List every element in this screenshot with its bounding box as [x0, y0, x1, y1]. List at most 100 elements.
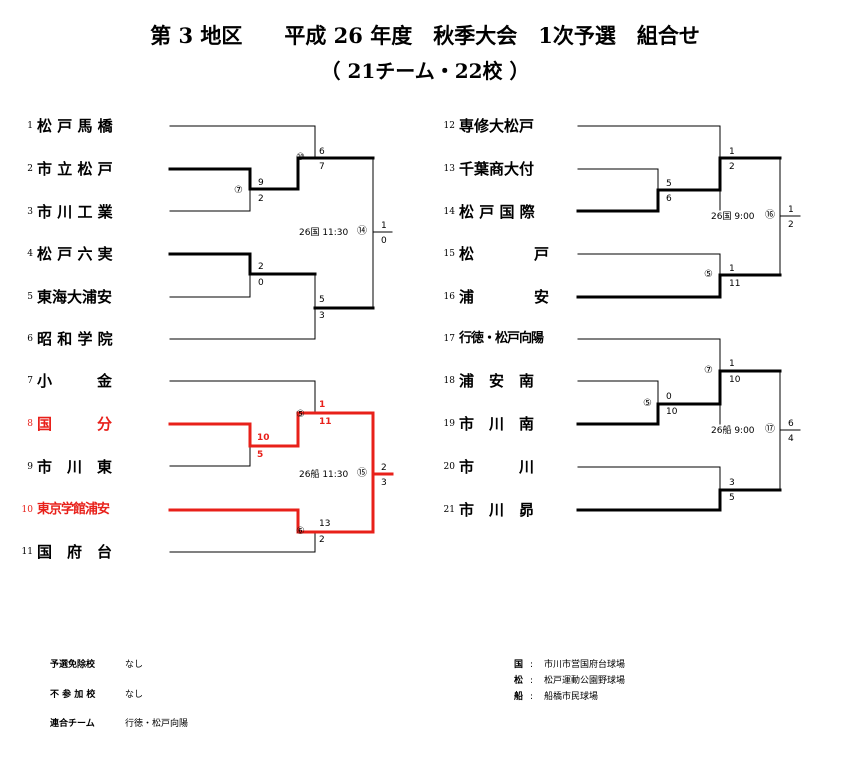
venue-colon: : [530, 660, 534, 670]
legend-value: 行徳・松戸向陽 [125, 719, 189, 729]
game-schedule: 26国 9:00 [711, 212, 755, 222]
score: 2 [258, 194, 264, 204]
team-name: 行徳・松戸向陽 [459, 331, 544, 346]
score: 2 [258, 262, 264, 272]
bracket-line [169, 264, 251, 298]
game-number: ⑤ [296, 409, 305, 420]
bracket-line-winner [576, 369, 722, 426]
team-number: 4 [27, 249, 33, 259]
score: 10 [257, 433, 270, 443]
team-number: 13 [443, 164, 455, 174]
venue-colon: : [530, 676, 534, 686]
bracket-line [577, 253, 721, 276]
score: 2 [381, 463, 387, 473]
page-title: 第 3 地区 平成 26 年度 秋季大会 1次予選 組合せ [150, 23, 700, 48]
score: 6 [788, 419, 794, 429]
team-number: 9 [27, 462, 33, 472]
venue-name: 市川市営国府台球場 [544, 660, 626, 670]
game-number: ⑦ [234, 185, 243, 196]
legend-label: 不 参 加 校 [50, 690, 96, 700]
team-number: 6 [27, 334, 33, 344]
team-number: 1 [27, 121, 33, 131]
team-name: 国 分 [37, 415, 113, 433]
game-number: ⑭ [357, 226, 367, 237]
team-number: 11 [21, 547, 33, 557]
team-name: 市 川 [459, 458, 535, 476]
score: 5 [257, 450, 264, 460]
venue-key: 松 [514, 676, 524, 686]
score: 1 [729, 147, 735, 157]
bracket-line-winner [168, 508, 300, 534]
score: 1 [319, 400, 326, 410]
team-name: 松 戸 馬 橋 [37, 117, 113, 135]
game-number: ⑤ [704, 269, 713, 280]
score: 7 [319, 162, 325, 172]
bracket-line-winner [168, 411, 375, 534]
bracket-line [169, 125, 316, 159]
venue-name: 船橋市民球場 [544, 692, 599, 702]
team-number: 14 [443, 207, 455, 217]
score: 0 [666, 392, 672, 402]
score: 5 [729, 493, 735, 503]
bracket-line [169, 445, 251, 467]
score: 4 [788, 434, 794, 444]
legend-combined: 連合チーム 行徳・松戸向陽 [50, 716, 188, 729]
score: 1 [788, 205, 794, 215]
game-number: ⑰ [765, 424, 775, 435]
legend-label: 連合チーム [50, 719, 95, 729]
venue-key: 国 [514, 660, 524, 670]
score: 1 [729, 359, 735, 369]
score: 10 [666, 407, 678, 417]
score: 5 [666, 179, 672, 189]
team-name: 市 立 松 戸 [37, 160, 113, 178]
left-bracket [168, 125, 394, 553]
bracket-line [577, 168, 659, 191]
bracket-line-winner [576, 156, 722, 213]
team-number: 20 [443, 462, 455, 472]
score: 6 [666, 194, 672, 204]
score: 3 [381, 478, 387, 488]
team-name: 市 川 昴 [459, 501, 535, 519]
venue-legend: 船:船橋市民球場 [514, 689, 598, 702]
bracket-line-winner [576, 488, 782, 512]
venue-name: 松戸運動公園野球場 [544, 676, 626, 686]
team-number: 8 [27, 419, 33, 429]
team-name: 東京学館浦安 [37, 502, 110, 517]
team-name: 松 戸 国 際 [459, 203, 535, 221]
bracket-line-winner [168, 252, 317, 276]
score: 0 [258, 278, 264, 288]
team-number: 17 [443, 334, 455, 344]
bracket-line-winner [168, 156, 375, 191]
bracket-line [169, 531, 316, 553]
team-number: 15 [443, 249, 455, 259]
game-number: ⑤ [643, 398, 652, 409]
team-name: 昭 和 学 院 [37, 330, 113, 348]
team-name: 浦 安 南 [459, 372, 535, 390]
game-schedule: 26国 11:30 [299, 228, 349, 238]
score: 11 [319, 417, 332, 427]
bracket-line-winner [576, 273, 782, 299]
score: 1 [729, 264, 735, 274]
game-number: ⑯ [765, 210, 775, 221]
game-number: ⑮ [357, 468, 367, 479]
legend-absent: 不 参 加 校なし [50, 687, 143, 700]
team-number: 3 [27, 207, 33, 217]
game-number: ⑦ [704, 365, 713, 376]
game-number: ⑥ [296, 526, 305, 537]
team-name: 市 川 東 [37, 458, 113, 476]
team-name: 東海大浦安 [37, 288, 113, 306]
venue-legend: 国: 市川市営国府台球場 [514, 657, 625, 670]
right-bracket [576, 125, 801, 512]
score: 6 [319, 147, 325, 157]
team-name: 松 戸 [459, 245, 550, 263]
score: 2 [788, 220, 794, 230]
team-number: 5 [27, 292, 33, 302]
team-name: 市 川 工 業 [37, 203, 113, 221]
team-number: 21 [443, 505, 455, 515]
bracket-line [577, 125, 721, 159]
team-name: 千葉商大付 [459, 160, 535, 178]
team-number: 19 [443, 419, 455, 429]
score: 9 [258, 178, 264, 188]
bracket-line [577, 380, 659, 404]
venue-colon: : [530, 692, 534, 702]
